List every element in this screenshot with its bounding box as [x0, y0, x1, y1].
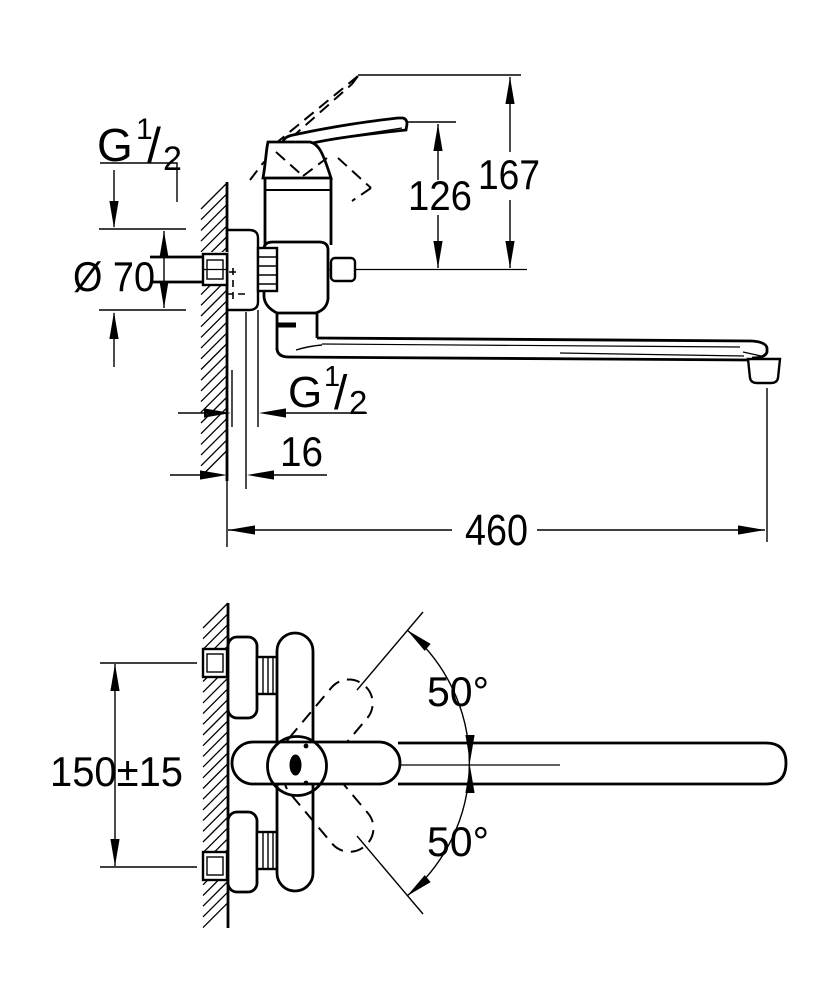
faucet-body-side — [256, 178, 357, 350]
arrowhead — [505, 241, 515, 268]
arrowhead — [159, 281, 169, 308]
spout-bottom-edge — [275, 347, 749, 362]
dim-spout-reach: 460 — [228, 388, 768, 555]
spout-highlight-lines — [321, 343, 745, 357]
label-outlet-thread-den: 2 — [349, 384, 367, 421]
label-height-126: 126 — [408, 172, 472, 219]
arrowhead — [433, 124, 443, 151]
handle-open-phantom — [249, 75, 359, 181]
label-spout-reach-460: 460 — [465, 506, 528, 555]
dim-connection-spacing: 150±15 — [50, 662, 197, 868]
arrowhead — [200, 470, 227, 480]
spout-top-edge — [316, 336, 769, 360]
label-swivel-upper: 50° — [427, 668, 489, 715]
arrowhead — [433, 241, 443, 268]
arrowhead — [465, 766, 475, 793]
pivot-dot-bottom — [303, 780, 309, 786]
plan-view: 50° 50° 150±15 — [50, 602, 788, 929]
label-outlet-thread-num: 1 — [324, 361, 340, 393]
label-supply-thread-den: 2 — [163, 140, 182, 178]
handle-lever-edge-line — [329, 127, 403, 140]
dim-supply-thread: G 1 / 2 Ø 70 — [73, 113, 186, 367]
label-escutcheon-diameter: Ø 70 — [73, 253, 155, 300]
angle-leg-upper — [356, 611, 424, 691]
pivot-circle — [266, 735, 328, 797]
angle-leg-lower — [356, 835, 424, 915]
arrowhead — [109, 312, 119, 339]
dim-outlet-thread: G 1 / 2 — [178, 361, 367, 421]
lower-connection — [201, 810, 280, 894]
pivot-slot — [289, 754, 302, 776]
dim-swivel-angle: 50° 50° — [356, 611, 489, 915]
dim-heights: 126 167 — [358, 74, 540, 268]
upper-escutcheon — [226, 635, 259, 720]
arrowhead — [247, 470, 274, 480]
label-supply-thread-g: G — [97, 119, 133, 171]
label-supply-thread-slash: / — [147, 118, 161, 174]
arrowhead — [738, 525, 765, 535]
handle-cone — [261, 140, 333, 180]
label-height-167: 167 — [478, 151, 540, 198]
label-outlet-thread-slash: / — [334, 367, 348, 420]
wall-hatch-side — [200, 182, 228, 477]
supply-pipe — [150, 255, 203, 284]
arrowhead — [110, 839, 120, 866]
arrowhead — [109, 201, 119, 228]
upper-wall-square-inner — [206, 653, 224, 673]
side-stub — [329, 256, 357, 283]
arrowhead — [228, 525, 255, 535]
lower-escutcheon — [226, 810, 259, 894]
pivot-dot-top — [303, 743, 309, 749]
lower-wall-square-inner — [206, 856, 224, 876]
label-wall-clearance-16: 16 — [280, 428, 323, 475]
spout-side — [275, 336, 782, 385]
outlet-extension-lines — [231, 310, 259, 489]
arrowhead — [505, 77, 515, 104]
arrowhead — [259, 408, 286, 418]
body-barrel — [262, 240, 330, 315]
extension-lines-spacing — [100, 662, 197, 868]
union-nut-side — [256, 246, 279, 293]
label-connection-spacing: 150±15 — [50, 748, 183, 795]
label-swivel-lower: 50° — [427, 818, 489, 865]
label-supply-thread-num: 1 — [136, 113, 153, 146]
arrowhead — [407, 630, 431, 651]
hidden-outlet-dashes — [226, 268, 248, 300]
angle-arc — [406, 629, 471, 897]
arrowhead — [159, 231, 169, 258]
dim-wall-clearance: 16 — [170, 428, 327, 480]
arrowhead — [465, 735, 475, 762]
spout-tube-plan — [398, 741, 788, 786]
arrowhead — [407, 875, 431, 896]
aerator — [746, 357, 782, 385]
spout-detail-lines — [295, 344, 762, 357]
side-view: G 1 / 2 Ø 70 126 167 G 1 / 2 — [73, 74, 782, 555]
wall-section-side — [200, 182, 229, 547]
label-outlet-thread-g: G — [288, 368, 322, 417]
thread-label-bracket — [100, 162, 178, 202]
arrowhead — [204, 408, 231, 418]
upper-connection — [201, 635, 280, 720]
arrowhead — [110, 664, 120, 691]
spout-boss-plan — [230, 740, 402, 786]
